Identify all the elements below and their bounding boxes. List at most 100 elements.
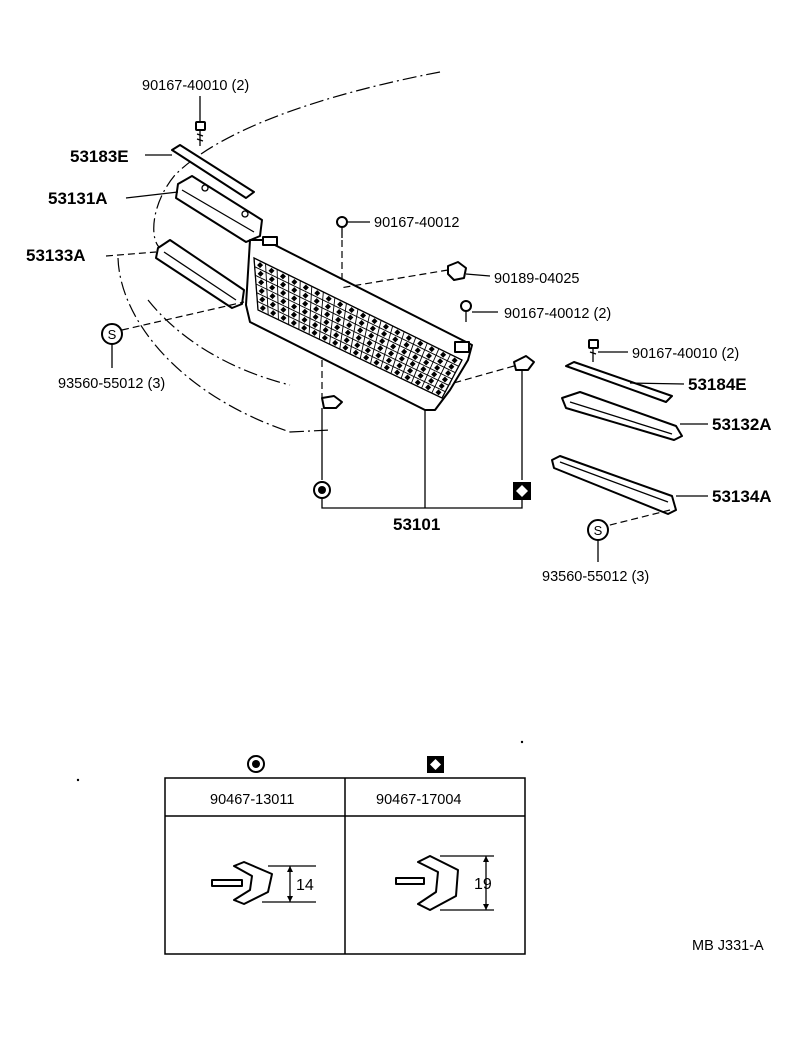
label-53183e: 53183E — [70, 147, 129, 166]
grille-mesh-line — [255, 274, 456, 374]
grille-mesh-line — [254, 266, 459, 367]
grille-mesh-cell — [280, 281, 287, 288]
grille-mesh-cell — [352, 349, 359, 356]
grille-mesh-cell — [448, 363, 455, 370]
grille-mesh-line — [255, 283, 453, 380]
grille-mesh-cell — [403, 341, 410, 348]
grille-mesh-cell — [404, 374, 411, 381]
grille-mesh-cell — [405, 334, 412, 341]
grille-mesh-cell — [324, 311, 331, 318]
grille-mesh-cell — [440, 351, 447, 358]
grille-mesh-cell — [325, 295, 332, 302]
grille-mesh-cell — [302, 300, 309, 307]
grille-mesh-cell — [373, 359, 380, 366]
grille-lower-right-53134a — [551, 455, 708, 527]
grille-mesh-cell — [312, 321, 319, 328]
diagram-code: MB J331-A — [692, 938, 764, 954]
grille-mesh-cell — [354, 342, 361, 349]
grille-mesh-cell — [258, 279, 265, 286]
grille-mesh-cell — [323, 319, 330, 326]
grille-mesh-cell — [337, 301, 344, 308]
grille-mesh-cell — [379, 338, 386, 345]
grille-mesh-cell — [407, 367, 414, 374]
table-part-no-2: 90467-17004 — [376, 792, 461, 808]
grille-mesh-cell — [270, 310, 277, 317]
grille-mesh-cell — [385, 357, 392, 364]
dimension-19: 19 — [474, 876, 492, 893]
grille-mesh-cell — [445, 370, 452, 377]
grille-mesh-line — [256, 292, 449, 386]
label-53133a: 53133A — [26, 246, 86, 265]
dimension-14: 14 — [296, 877, 314, 894]
grille-mesh-cell — [301, 324, 308, 331]
molding-53184e — [565, 361, 685, 403]
label-clip-right-bottom: 93560-55012 (3) — [542, 569, 649, 585]
grille-mesh-cell — [279, 273, 286, 280]
grille-mesh-cell — [335, 316, 342, 323]
grille-mesh-cell — [381, 330, 388, 337]
grille-mesh-cell — [435, 389, 442, 396]
grille-mesh-cell — [396, 362, 403, 369]
grille-mesh-cell — [291, 287, 298, 294]
grille-mesh-cell — [437, 358, 444, 365]
grille-mesh-cell — [358, 319, 365, 326]
grille-mesh-cell — [382, 323, 389, 330]
grille-mesh-cell — [428, 346, 435, 353]
grille-upper-right-53132a — [561, 391, 708, 441]
grille-mesh-cell — [322, 327, 329, 334]
grille-mesh-cell — [313, 298, 320, 305]
grille-mesh-cell — [321, 334, 328, 341]
grille-mesh-cell — [257, 270, 264, 277]
grille-mesh-cell — [425, 352, 432, 359]
grille-mesh-cell — [366, 340, 373, 347]
label-nut: 90189-04025 — [494, 271, 579, 287]
grille-mesh-line — [253, 257, 463, 361]
grille-mesh-cell — [334, 324, 341, 331]
grille-mesh-cell — [259, 296, 266, 303]
grille-mesh-cell — [423, 359, 430, 366]
label-clip-left-bottom: 93560-55012 (3) — [58, 376, 165, 392]
grille-mesh-cell — [368, 332, 375, 339]
grille-mesh-cell — [364, 347, 371, 354]
grille-mesh-cell — [417, 340, 424, 347]
grille-mesh-cell — [428, 377, 435, 384]
grille-mesh-cell — [451, 357, 458, 364]
grille-mesh-cell — [314, 290, 321, 297]
label-screw-center-right: 90167-40012 (2) — [504, 306, 611, 322]
radiator-grille-53101 — [245, 236, 473, 508]
grille-mesh-cell — [394, 369, 401, 376]
grille-mesh-line — [257, 300, 446, 393]
grille-mesh-cell — [302, 284, 309, 291]
table-part-no-1: 90467-13011 — [210, 792, 294, 808]
table-diamond-square-icon — [427, 756, 444, 773]
grille-mesh-cell — [360, 312, 367, 319]
grille-mesh-cell — [313, 306, 320, 313]
grille-mesh-cell — [268, 276, 275, 283]
grille-mesh-cell — [420, 366, 427, 373]
grille-mesh-cell — [301, 316, 308, 323]
grille-mesh-cell — [347, 314, 354, 321]
label-53131a: 53131A — [48, 189, 108, 208]
clip-s-marker-right-icon: S — [587, 519, 609, 562]
grille-mesh-cell — [290, 320, 297, 327]
grille-mesh-cell — [280, 315, 287, 322]
s-marker-right-text: S — [594, 523, 603, 538]
grille-mesh-cell — [301, 308, 308, 315]
clip-s-marker-left-icon: S — [101, 301, 245, 368]
grille-mesh-cell — [269, 301, 276, 308]
grille-mesh-cell — [388, 350, 395, 357]
label-53184e: 53184E — [688, 375, 747, 394]
vehicle-body-outline — [117, 71, 441, 433]
grille-mesh-cell — [431, 371, 438, 378]
screw-center-icon — [336, 216, 370, 282]
grille-mesh-cell — [258, 287, 265, 294]
grille-mesh-cell — [401, 348, 408, 355]
grille-mesh-cell — [438, 382, 445, 389]
grille-lower-left-53133a — [105, 239, 245, 309]
grille-mesh-cell — [392, 336, 399, 343]
grille-mesh-cell — [355, 334, 362, 341]
grille-mesh-cell — [342, 344, 349, 351]
grille-mesh-cell — [390, 343, 397, 350]
molding-53183e — [145, 144, 255, 199]
